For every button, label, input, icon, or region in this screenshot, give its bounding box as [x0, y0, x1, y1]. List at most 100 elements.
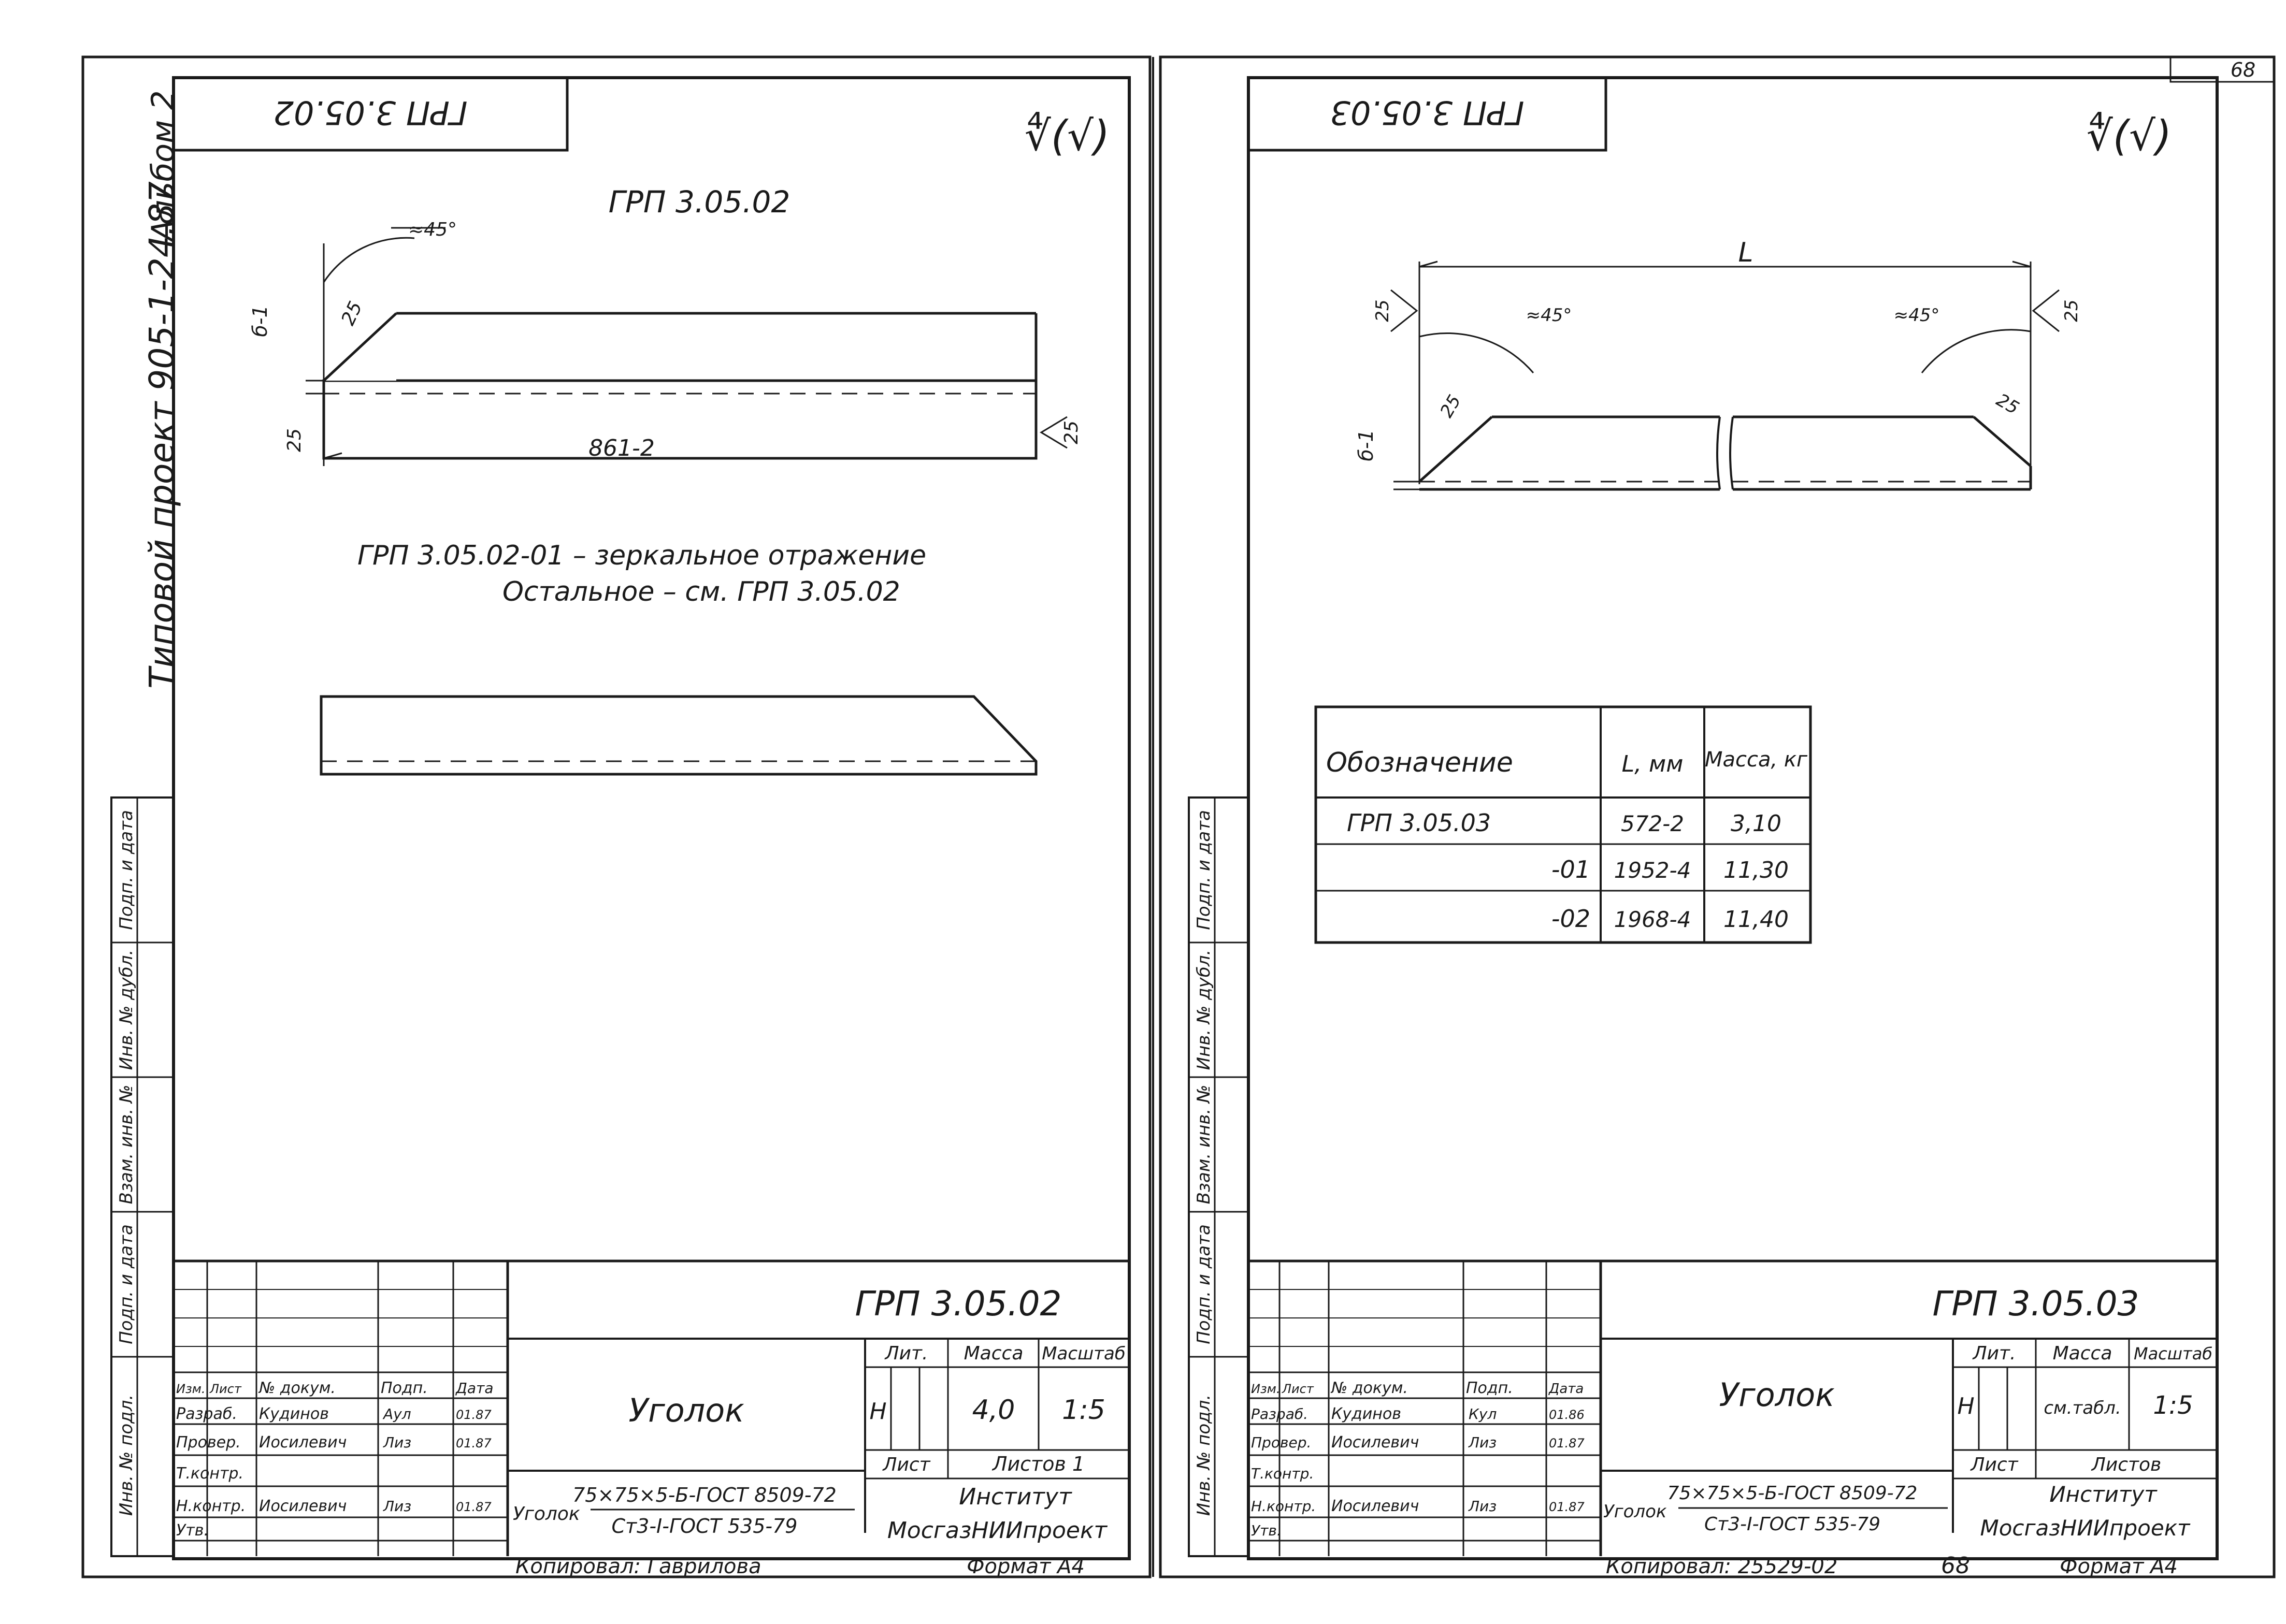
left-role-tkontr: Т.контр.: [176, 1465, 243, 1483]
right-role-date: Дата: [1548, 1381, 1584, 1397]
left-mirror-note: ГРП 3.05.02-01 – зеркальное отражение: [357, 540, 926, 571]
left-side-stamp-2: Инв. № дубл.: [116, 950, 137, 1070]
right-mass-header: Масса: [2053, 1343, 2112, 1364]
left-sheets-label: Листов 1: [991, 1453, 1085, 1475]
right-role-nkontr: Н.контр.: [1251, 1498, 1316, 1515]
right-chamfer-mr: 25: [1993, 389, 2022, 418]
left-prover-date: 01.87: [456, 1436, 492, 1451]
left-part-name: Уголок: [628, 1391, 744, 1429]
right-stamp-box: [1247, 76, 1607, 152]
right-part-name: Уголок: [1719, 1376, 1835, 1414]
right-razrab-sign: Кул: [1469, 1405, 1497, 1423]
left-mass-header: Масса: [964, 1343, 1024, 1364]
left-roughness-mark: ∜(√): [1025, 111, 1110, 160]
left-lit-value: Н: [869, 1398, 886, 1425]
left-side-project: Типовой проект 905-1-24.87: [142, 181, 182, 689]
left-side-stamp-1: Подп. и дата: [116, 810, 137, 930]
left-material-bottom: Ст3-I-ГОСТ 535-79: [612, 1515, 798, 1538]
left-part-title: ГРП 3.05.02: [609, 184, 790, 220]
right-scale-value: 1:5: [2153, 1391, 2193, 1420]
left-material-prefix: Уголок: [513, 1503, 580, 1525]
left-sheet: ГРП 3.05.02 ∜(√) Альбом 2 Типовой проект…: [110, 76, 1131, 1578]
table-header-mass: Масса, кг: [1705, 748, 1808, 772]
table-cell: 11,40: [1723, 906, 1789, 933]
left-role-utv: Утв.: [176, 1521, 209, 1540]
right-angle-left: ≈45°: [1526, 305, 1572, 326]
left-scale-header: Масштаб: [1042, 1343, 1126, 1364]
right-role-utv: Утв.: [1251, 1522, 1282, 1539]
right-role-razrab: Разраб.: [1251, 1405, 1308, 1423]
left-sheet-label: Лист: [882, 1454, 930, 1475]
table-cell: -01: [1551, 856, 1590, 883]
right-material-prefix: Уголок: [1603, 1501, 1667, 1522]
left-material-top: 75×75×5-Б-ГОСТ 8509-72: [572, 1484, 837, 1506]
left-nkontr-name: Иосилевич: [259, 1497, 347, 1515]
left-copied-by: Копировал: Гаврилова: [515, 1555, 761, 1578]
right-role-prover: Провер.: [1251, 1434, 1311, 1451]
right-role-tkontr: Т.контр.: [1251, 1465, 1314, 1482]
right-copied-by: Копировал: 25529-02: [1606, 1555, 1837, 1578]
table-cell: 1968-4: [1614, 907, 1691, 932]
left-title-code: ГРП 3.05.02: [855, 1284, 1061, 1324]
right-sheets-label: Листов: [2091, 1454, 2161, 1475]
right-nkontr-name: Иосилевич: [1331, 1497, 1419, 1515]
left-side-stamp-5: Инв. № подл.: [116, 1395, 137, 1516]
right-copied-sheet: 68: [1941, 1553, 1970, 1579]
left-nkontr-date: 01.87: [456, 1500, 492, 1514]
right-prover-sign: Лиз: [1468, 1434, 1497, 1451]
left-lit-header: Лит.: [884, 1343, 928, 1364]
right-title-code: ГРП 3.05.03: [1932, 1284, 2139, 1324]
right-sheet: 68 ГРП 3.05.03 ∜(√) Подп. и дата Инв. № …: [1188, 56, 2275, 1579]
left-razrab-sign: Аул: [382, 1405, 411, 1423]
table-cell: ГРП 3.05.03: [1347, 809, 1491, 837]
left-outer-border: [81, 55, 1152, 1578]
left-institute-2: МосгазНИИпроект: [887, 1517, 1108, 1544]
table-cell: 572-2: [1621, 811, 1684, 836]
left-format: Формат А4: [967, 1555, 1085, 1578]
left-side-stamp-4: Подп. и дата: [116, 1224, 137, 1344]
right-role-doc: № докум.: [1330, 1379, 1408, 1397]
left-stamp-code: ГРП 3.05.02: [274, 94, 468, 132]
right-lit-header: Лит.: [1972, 1343, 2016, 1364]
right-chamfer-tl: 25: [1372, 299, 1393, 322]
left-razrab-name: Кудинов: [259, 1405, 329, 1423]
sheet-number-box: [2169, 56, 2275, 83]
table-cell: 3,10: [1731, 810, 1781, 837]
sheet-number: 68: [2231, 59, 2255, 81]
left-nkontr-sign: Лиз: [383, 1498, 411, 1515]
right-outer-border: [1159, 55, 2276, 1578]
left-angle-label: ≈45°: [408, 219, 457, 240]
right-sheet-label: Лист: [1969, 1454, 2018, 1475]
right-chamfer-tr: 25: [2061, 299, 2082, 322]
left-prover-name: Иосилевич: [259, 1433, 347, 1452]
right-scale-header: Масштаб: [2134, 1344, 2212, 1364]
right-role-list: Лист: [1282, 1382, 1314, 1396]
right-razrab-name: Кудинов: [1331, 1405, 1401, 1423]
left-razrab-date: 01.87: [456, 1408, 492, 1422]
left-angle-part: ≈45° 25 б-1 25 25 861-2: [249, 219, 1082, 466]
table-header-designation: Обозначение: [1326, 747, 1513, 778]
right-length-symbol: L: [1738, 237, 1753, 268]
right-chamfer-ml: 25: [1436, 392, 1465, 421]
left-role-list: Лист: [209, 1382, 242, 1396]
right-angle-part: L ≈45° ≈45° 25 25 25 25 б-1: [1355, 237, 2082, 491]
left-role-sign: Подп.: [381, 1379, 428, 1397]
right-nkontr-date: 01.87: [1549, 1500, 1585, 1514]
left-stamp-box: [172, 76, 569, 152]
left-side-stamp-3: Взам. инв. №: [116, 1085, 137, 1205]
left-inner-frame: [172, 76, 1131, 1560]
left-chamfer-bottom: 25: [284, 428, 305, 452]
right-prover-date: 01.87: [1549, 1436, 1585, 1451]
left-side-stamp-column: [110, 796, 175, 1557]
right-side-stamp-3: Взам. инв. №: [1194, 1085, 1214, 1205]
table-cell: -02: [1551, 905, 1590, 933]
right-institute-2: МосгазНИИпроект: [1980, 1515, 2191, 1541]
left-title-block: ГРП 3.05.02 Уголок Лит. Масса Масштаб Н …: [174, 1259, 1129, 1556]
right-format: Формат А4: [2060, 1555, 2178, 1578]
right-institute-1: Институт: [2049, 1482, 2158, 1507]
left-length-label: 861-2: [588, 435, 655, 461]
left-mass-value: 4,0: [972, 1395, 1015, 1426]
right-title-block: ГРП 3.05.03 Уголок Лит. Масса Масштаб Н …: [1248, 1259, 2217, 1556]
table-cell: 1952-4: [1614, 858, 1691, 883]
